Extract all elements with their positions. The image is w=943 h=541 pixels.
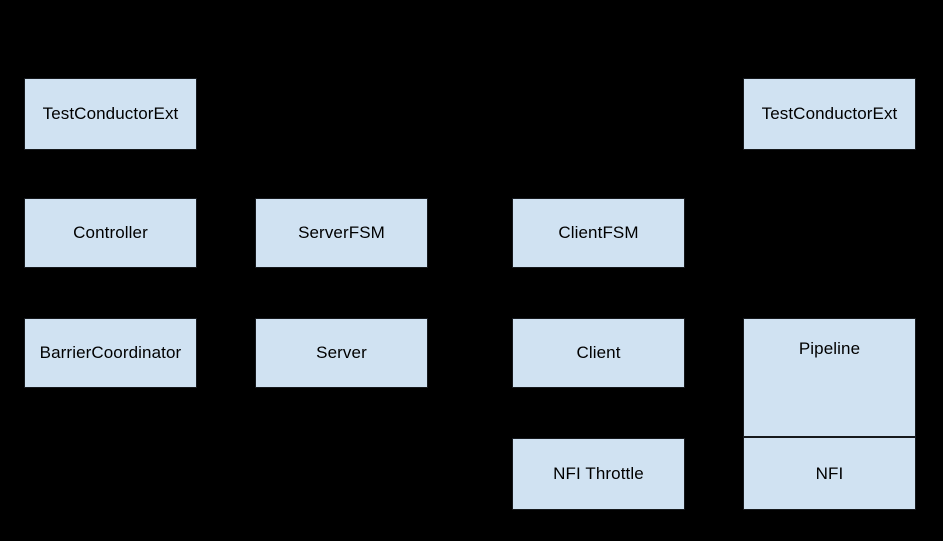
- node-test-conductor-ext-left[interactable]: TestConductorExt: [24, 78, 197, 150]
- node-label-barrier-coordinator: BarrierCoordinator: [39, 343, 182, 363]
- node-pipeline[interactable]: Pipeline: [743, 318, 916, 437]
- node-label-test-conductor-ext-right: TestConductorExt: [761, 104, 898, 124]
- node-nfi-throttle[interactable]: NFI Throttle: [512, 438, 685, 510]
- node-label-test-conductor-ext-left: TestConductorExt: [42, 104, 179, 124]
- node-label-client: Client: [576, 343, 621, 363]
- node-nfi[interactable]: NFI: [743, 437, 916, 510]
- node-label-nfi-throttle: NFI Throttle: [553, 464, 644, 484]
- node-client[interactable]: Client: [512, 318, 685, 388]
- node-server-fsm[interactable]: ServerFSM: [255, 198, 428, 268]
- node-label-nfi: NFI: [815, 463, 844, 483]
- node-label-controller: Controller: [73, 223, 148, 243]
- node-label-pipeline: Pipeline: [798, 339, 861, 358]
- node-barrier-coordinator[interactable]: BarrierCoordinator: [24, 318, 197, 388]
- node-label-server-fsm: ServerFSM: [298, 223, 385, 243]
- node-test-conductor-ext-right[interactable]: TestConductorExt: [743, 78, 916, 150]
- node-label-client-fsm: ClientFSM: [558, 223, 639, 243]
- node-label-server: Server: [316, 343, 367, 363]
- node-client-fsm[interactable]: ClientFSM: [512, 198, 685, 268]
- node-controller[interactable]: Controller: [24, 198, 197, 268]
- node-server[interactable]: Server: [255, 318, 428, 388]
